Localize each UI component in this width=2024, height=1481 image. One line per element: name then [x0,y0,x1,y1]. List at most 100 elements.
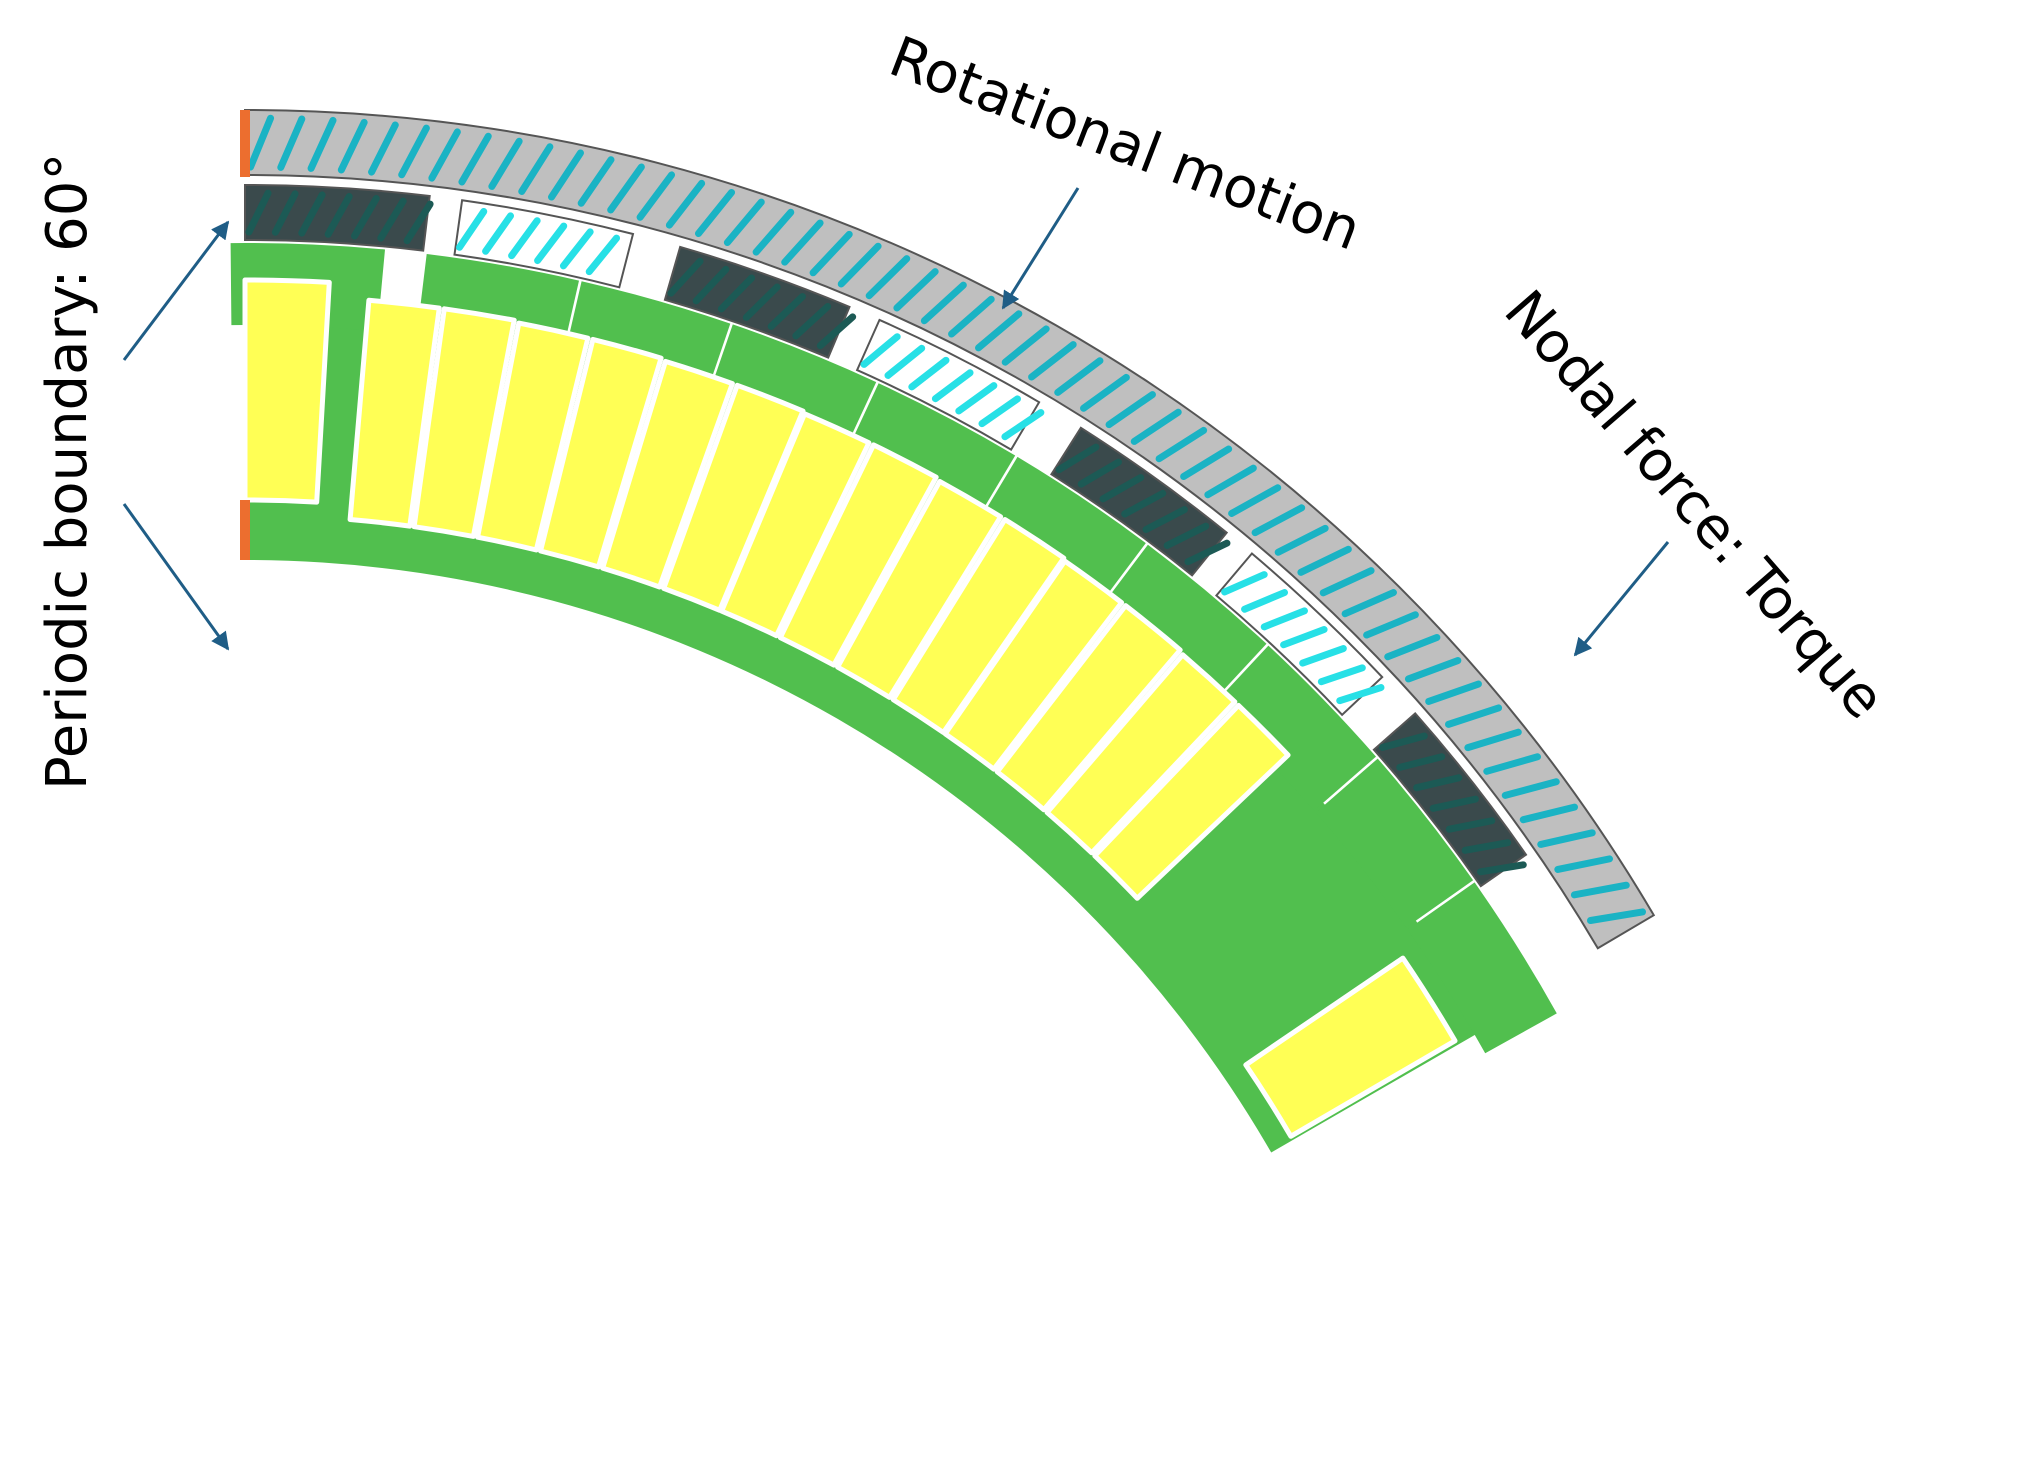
rotor-sleeve-stripe [518,143,554,195]
rotor-sleeve-stripe [337,118,368,174]
rotor-sleeve-stripe [636,171,676,221]
rotor-sleeve-stripe [488,137,523,190]
magnet-light-stripe [508,217,541,260]
rotor-sleeve-stripe [1341,589,1397,618]
magnet-dark-stripe [792,303,832,340]
periodic-arrow-top [122,220,230,361]
rotor-sleeve-stripe [577,156,615,207]
rotor-sleeve-stripe [428,128,461,182]
magnet-light-stripe [1299,645,1347,667]
coil-left-half [942,558,1125,772]
rotor-sleeve-stripe [1501,778,1560,799]
magnet-dark-stripe [1142,506,1188,534]
coil-body [1243,955,1458,1139]
magnet-light-stripe [534,222,568,265]
rotor-sleeve-stripe [1001,325,1050,366]
stator-tooth [1098,544,1267,704]
magnet-dark-stripe [245,189,272,236]
magnet-dark-stripe [816,313,857,350]
magnet-dark-stripe [667,257,704,297]
rotor-sleeve-stripe [781,219,824,266]
rotor-sleeve-stripe [1554,855,1614,873]
magnet-dark-stripe [271,190,299,236]
rotor-sleeve-stripe [1054,357,1104,396]
coil-left-half [347,297,442,529]
rotor-sleeve-stripe [920,281,967,325]
rotor-sleeve-stripe [607,163,645,214]
rotor-sleeve-stripe [1384,633,1441,661]
rotational-motion-label: Rotational motion [881,24,1369,263]
rotor-sleeve-stripe [368,121,399,176]
rotor-sleeve-stripe [1519,803,1578,824]
rotor-sleeve-stripe [1028,341,1077,381]
coil-body [994,603,1183,813]
rotor-sleeve-stripe [1228,484,1282,517]
magnet-dark-stripe [742,283,781,321]
rotor-sleeve-stripe [307,116,337,172]
magnet-light-stripe [931,369,974,403]
magnet-light-stripe [585,234,621,276]
rotor-sleeve-stripe [723,198,765,247]
magnet-light-stripe [1280,626,1328,649]
magnet-light-stripe [1317,664,1366,686]
rotor-sleeve-stripe [1586,908,1647,924]
magnet-dark-stripe [1445,817,1496,833]
rotor-sleeve-stripe [694,188,736,238]
rotor-sleeve-stripe [1297,545,1352,576]
magnet-dark-stripe [1184,539,1231,566]
magnet-light-stripe [1260,607,1308,631]
magnet-light [453,199,635,289]
rotor-sleeve-stripe [1251,504,1306,537]
coil-body [411,306,517,539]
rotor-sleeve-stripe [893,268,939,312]
stator-tooth [1315,758,1474,928]
magnet-dark-stripe [298,191,326,237]
rotor-sleeve-stripe [809,230,853,277]
stator-tooth [844,383,1016,526]
magnet-light-stripe [1336,684,1385,705]
rotor-sleeve-stripe [1483,753,1542,775]
rotor-sleeve-stripe [837,242,882,288]
coil-body [242,277,332,505]
rotor-sleeve-stripe [1204,464,1257,499]
rotor-sleeve-stripe [865,255,911,300]
magnet-dark-stripe [377,197,407,242]
coil-body [777,442,939,668]
magnet-dark-stripe [350,195,380,240]
coil-body [1092,702,1291,901]
rotor-sleeve-stripe [665,179,706,229]
magnet-dark-stripe [1379,732,1428,751]
coil-body [835,478,1004,700]
magnet-light-stripe [884,344,926,379]
coil-end-top [242,277,332,505]
magnet-dark-stripe [1461,839,1512,854]
magnet-light-stripe [908,356,950,391]
magnet-dark-stripe [1429,795,1479,812]
stator-tooth [1407,882,1557,1054]
rotor-sleeve-stripe [1570,881,1630,899]
magnet-dark-stripe [403,200,434,245]
magnet-light-stripe [860,333,901,368]
coil-end-bottom [1243,955,1458,1139]
rotor-sleeve-stripe [1274,524,1329,556]
magnet-dark-stripe [324,193,353,238]
rotor-sleeve-stripe [1425,680,1482,705]
rotor-sleeve-stripe [1404,657,1462,683]
magnet-light-stripe [559,228,594,270]
stator-tooth [975,456,1146,609]
magnet-dark-stripe [1121,489,1167,518]
rotor-sleeve-band [244,108,1656,950]
magnet-dark-stripe [1099,474,1145,503]
rotor-sleeve [244,108,1656,950]
rotor-sleeve-stripe [1537,829,1596,848]
nodal-force-arrow [1573,541,1670,657]
magnet-light-stripe [1241,589,1288,613]
coil-right-half [538,336,664,570]
rotor-sleeve-stripe [1080,373,1130,412]
rotor-sleeve-stripe [948,295,995,338]
coil-body [1044,652,1238,856]
rotor-sleeve-stripe [1363,611,1419,639]
rotor-sleeve-stripe [458,132,492,186]
rotor-sleeve-stripe [1319,567,1375,597]
